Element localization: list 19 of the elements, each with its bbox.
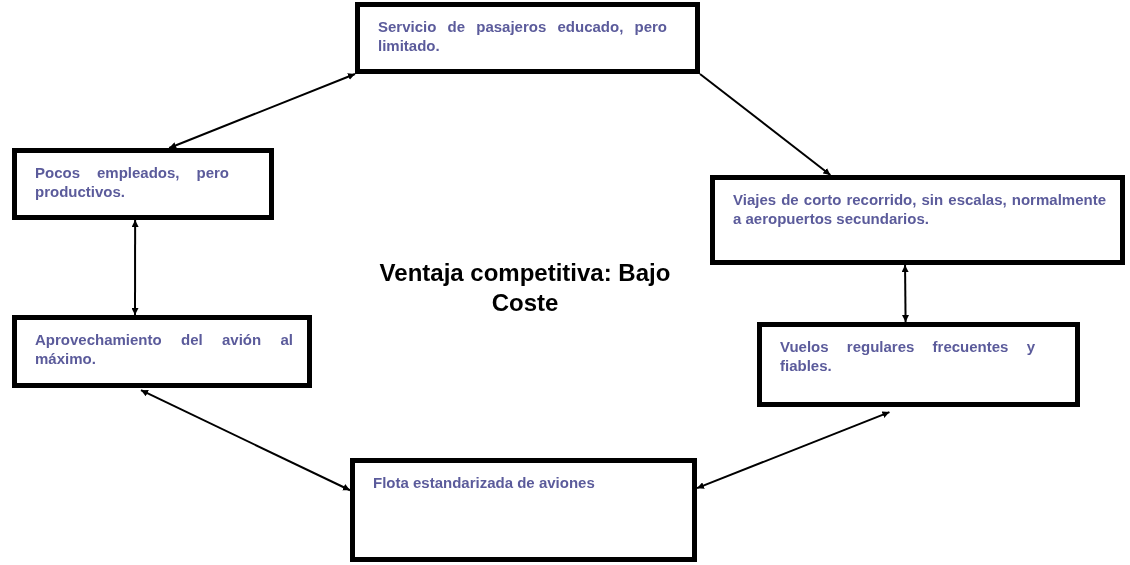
arrow — [901, 264, 909, 323]
box-text: Pocos empleados, pero productivos. — [35, 163, 229, 201]
box-text: Aprovechamiento del avión al máximo. — [35, 330, 293, 368]
text-box — [757, 322, 1080, 407]
box-text: Flota estandarizada de aviones — [373, 473, 596, 492]
arrow — [699, 73, 832, 176]
text-box — [350, 458, 697, 562]
arrow — [140, 389, 351, 492]
text-box — [710, 175, 1125, 265]
arrow — [131, 219, 139, 316]
text-box — [12, 315, 312, 388]
box-text: Viajes de corto recorrido, sin escalas, normalmente a aeropuertos secundarios. — [733, 190, 1106, 228]
box-text: Servicio de pasajeros educado, pero limitado. — [378, 17, 667, 55]
text-box — [12, 148, 274, 220]
box-text: Vuelos regulares frecuentes y fiables. — [780, 337, 1035, 375]
arrow — [696, 411, 891, 490]
arrow — [168, 73, 356, 149]
text-box — [355, 2, 700, 74]
diagram-title: Ventaja competitiva: Bajo Coste — [378, 258, 672, 318]
